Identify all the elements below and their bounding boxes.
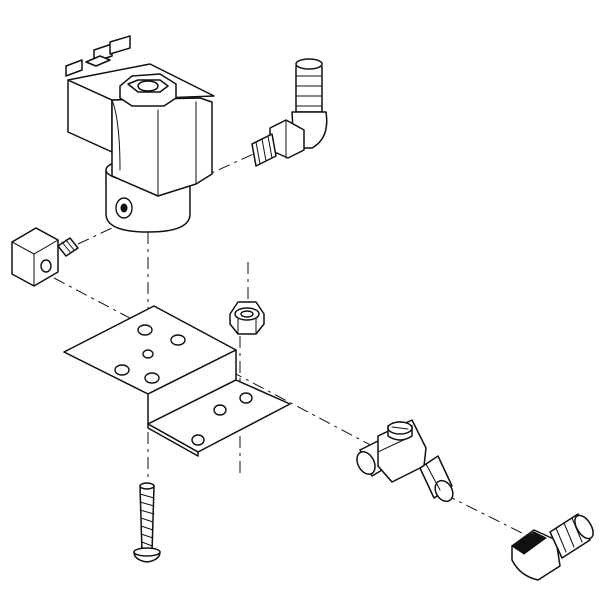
tee-valve[interactable] [353,419,456,505]
mounting-bracket[interactable] [63,305,291,457]
bracket-hole [142,349,154,359]
bracket-hole [144,372,160,384]
mounting-screw[interactable] [133,482,161,563]
bracket-hole [114,364,130,376]
bracket-hole [191,434,205,446]
terminal-right [109,35,131,55]
square-nut-fitting[interactable] [10,227,79,287]
bracket-hole [170,334,186,346]
bracket-hole [213,404,227,416]
hex-nut[interactable] [229,301,265,335]
bottom-elbow-axis [443,493,529,537]
bracket-hole [137,324,153,336]
square-nut-stub [57,237,79,257]
bracket-hole [239,392,253,404]
hose-barb-elbow-top[interactable] [251,58,328,167]
coil-front-face [111,97,213,197]
elbow-fitting-bottom[interactable] [511,512,597,581]
solenoid-valve[interactable] [65,35,215,233]
square-nut-axis [77,227,113,245]
terminal-left [65,59,83,77]
